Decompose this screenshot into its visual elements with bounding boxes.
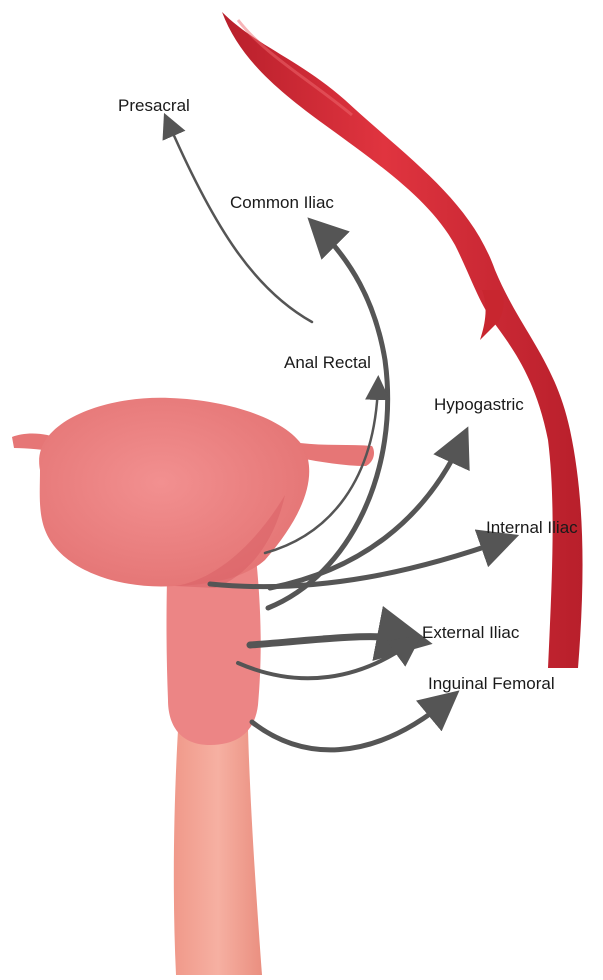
label-external-iliac: External Iliac <box>422 623 520 642</box>
label-common-iliac: Common Iliac <box>230 193 334 212</box>
label-internal-iliac: Internal Iliac <box>486 518 578 537</box>
label-inguinal-femoral: Inguinal Femoral <box>428 674 555 693</box>
lymphatic-arrow-inguinal-femoral <box>252 700 448 750</box>
lymphatic-arrow-external-iliac <box>250 637 412 645</box>
label-hypogastric: Hypogastric <box>434 395 524 414</box>
lymphatic-arrow-presacral <box>168 122 312 322</box>
uterus-shape <box>12 398 374 588</box>
label-presacral: Presacral <box>118 96 190 115</box>
label-anal-rectal: Anal Rectal <box>284 353 371 372</box>
vagina-shape <box>174 730 262 975</box>
